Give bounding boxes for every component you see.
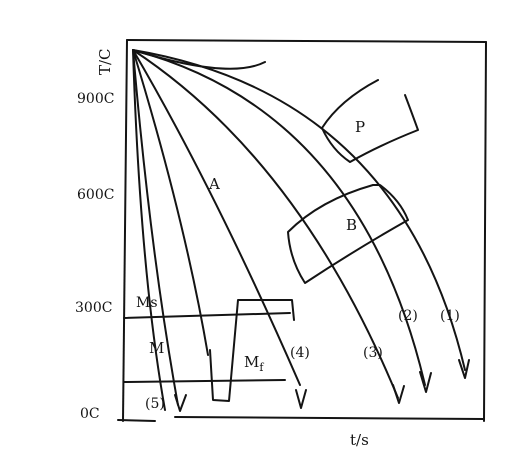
curve-label-5: (5) xyxy=(145,396,165,412)
mf-label-main: M xyxy=(244,353,259,371)
y-axis-label: T/C xyxy=(96,48,114,75)
x-axis-left xyxy=(117,419,156,422)
mf-label-sub: f xyxy=(259,361,264,374)
tick-label-0: 0C xyxy=(80,406,100,422)
frame-right xyxy=(483,41,487,422)
tick-label-900: 900C xyxy=(77,91,114,107)
mf-line xyxy=(123,379,286,383)
tick-label-300: 300C xyxy=(75,300,112,316)
curve-label-1: (1) xyxy=(440,308,460,324)
cooling-curve-6 xyxy=(132,49,209,356)
cooling-curve-5a xyxy=(132,49,179,406)
region-label-austenite: A xyxy=(208,175,220,193)
cooling-curve-5b xyxy=(132,49,166,411)
curve-label-2: (2) xyxy=(398,308,418,324)
cooling-curve-2 xyxy=(132,49,426,386)
arrow-curve-5 xyxy=(174,394,187,412)
arrow-curve-4 xyxy=(295,389,307,409)
bainite-region xyxy=(287,184,409,284)
curve-label-4: (4) xyxy=(290,345,310,361)
ms-line xyxy=(123,312,291,319)
region-label-pearlite: P xyxy=(355,118,365,136)
cooling-curve-7 xyxy=(132,49,266,70)
pearlite-region xyxy=(321,79,419,163)
arrow-curve-1 xyxy=(458,359,470,379)
tick-label-600: 600C xyxy=(77,187,114,203)
mf-label: Mf xyxy=(244,353,264,374)
step-cooling-path xyxy=(209,299,295,402)
cooling-curve-3 xyxy=(132,49,399,399)
arrow-curve-2 xyxy=(419,371,432,393)
curve-label-3: (3) xyxy=(363,345,383,361)
region-label-martensite: M xyxy=(149,339,164,357)
y-axis xyxy=(122,39,128,422)
cooling-curve-4 xyxy=(132,49,301,386)
arrow-curve-3 xyxy=(392,384,405,404)
x-axis-label: t/s xyxy=(350,431,369,449)
x-axis-right xyxy=(174,416,485,420)
region-label-bainite: B xyxy=(346,216,357,234)
frame-top xyxy=(126,39,487,43)
ms-label: Ms xyxy=(136,295,158,311)
